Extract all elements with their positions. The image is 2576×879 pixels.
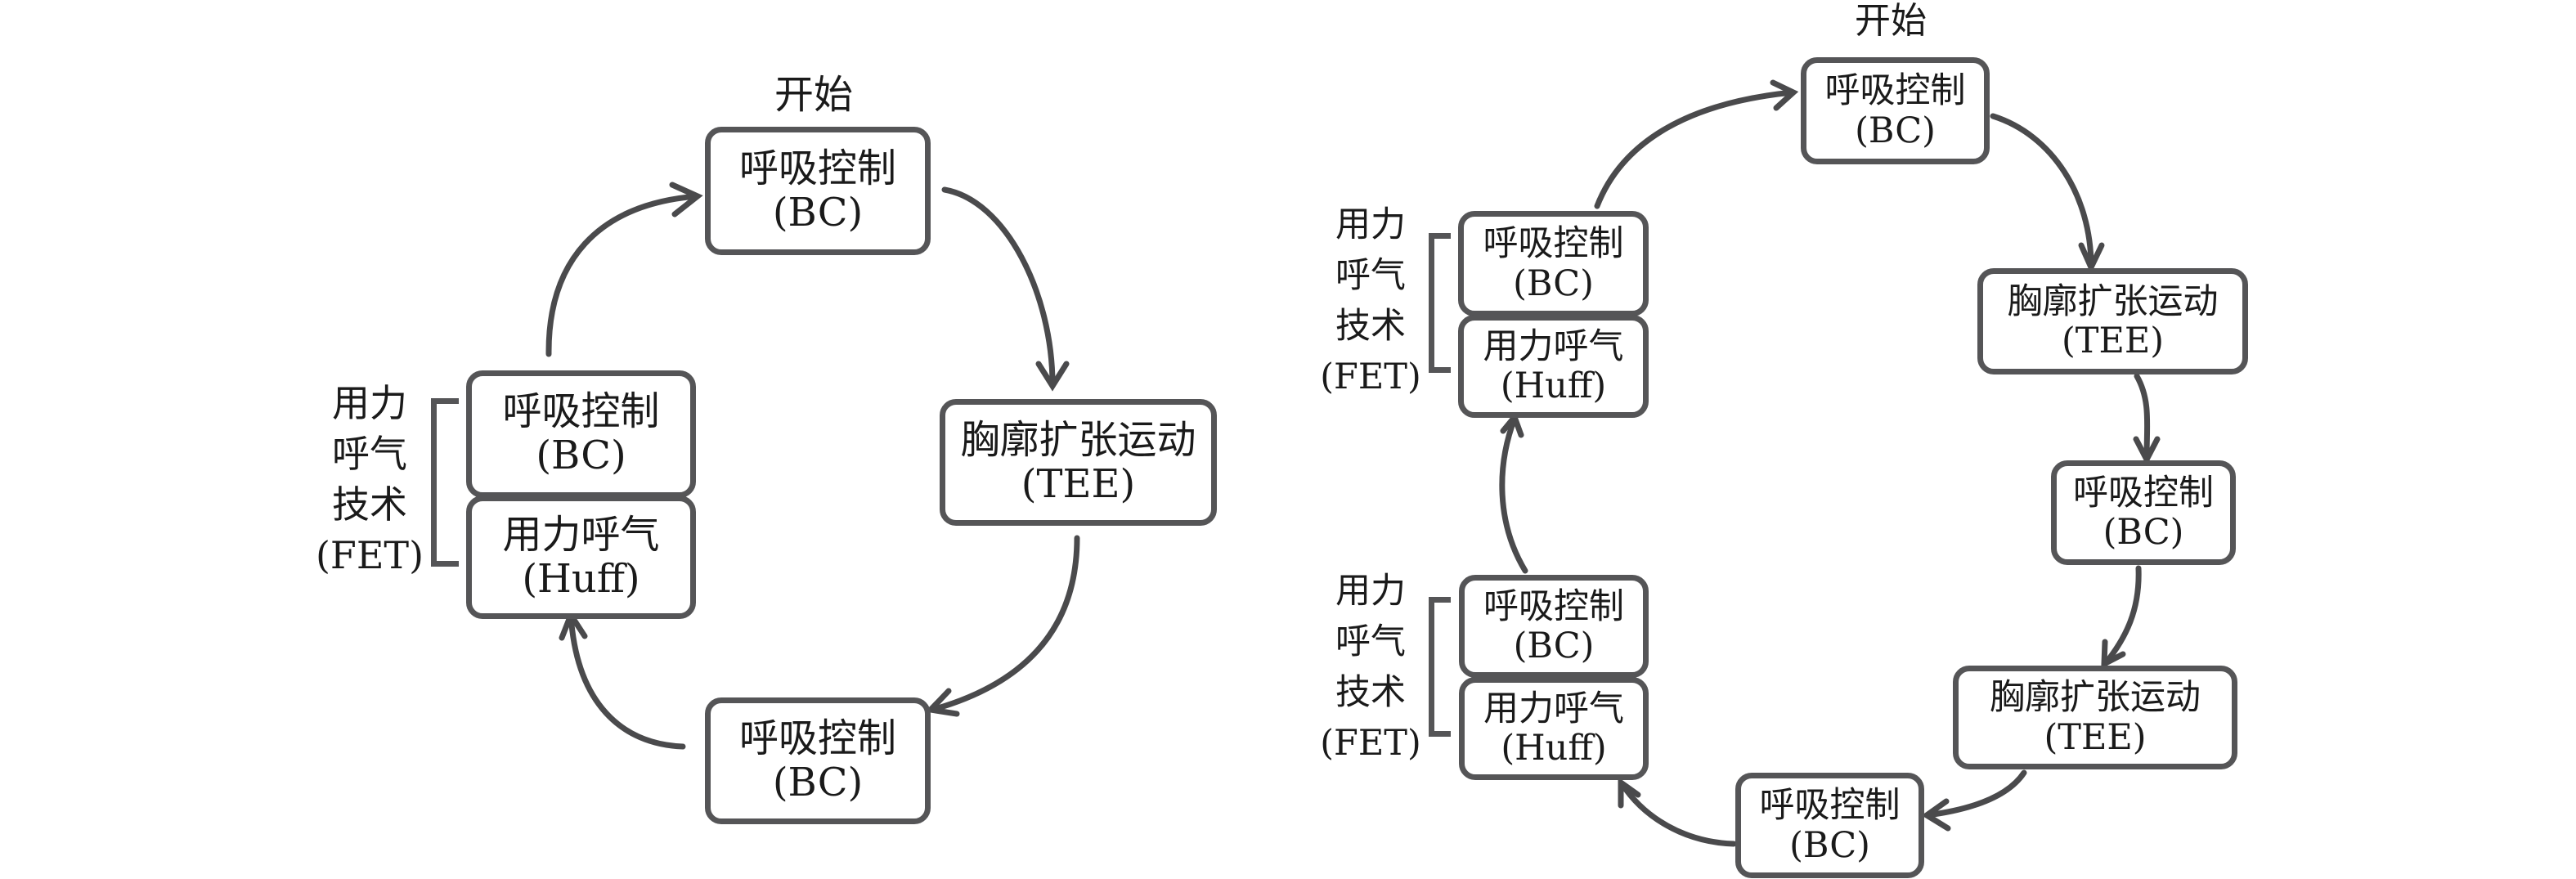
arrow-tee1-to-bc2 xyxy=(2134,373,2151,461)
node-title: 呼吸控制 xyxy=(1759,785,1901,827)
arrow-bc2-to-tee2 xyxy=(2102,565,2142,667)
node-title: 用力呼气 xyxy=(502,511,660,558)
arrow-tee-to-bottom-bc xyxy=(929,535,1080,713)
arrow-top-bc-to-tee1 xyxy=(1990,113,2094,269)
arrowhead xyxy=(2101,639,2126,669)
node-abbrev: (Huff) xyxy=(1500,366,1607,406)
node-thoracic-expansion: 胸廓扩张运动 (TEE) xyxy=(940,399,1217,526)
node-breathing-control-bottom: 呼吸控制 (BC) xyxy=(1735,773,1924,878)
fet-group-label: 用力 呼气 技术 (FET) xyxy=(312,378,427,581)
fet-label-line: 技术 xyxy=(332,482,407,527)
fet-label-line: 呼气 xyxy=(332,432,407,476)
node-breathing-control-bottom: 呼吸控制 (BC) xyxy=(705,697,931,824)
arrowhead xyxy=(1035,361,1070,392)
node-fet1-huff: 用力呼气 (Huff) xyxy=(1458,315,1649,418)
arrow-fet-bc-to-top-bc xyxy=(545,193,700,357)
node-fet2-breathing-control: 呼吸控制 (BC) xyxy=(1459,575,1649,678)
node-breathing-control-top: 呼吸控制 (BC) xyxy=(705,127,931,255)
fet-label-line: (FET) xyxy=(1320,723,1421,764)
node-abbrev: (BC) xyxy=(772,189,864,235)
arrowhead xyxy=(2133,436,2161,466)
node-abbrev: (BC) xyxy=(2103,512,2184,553)
arrowhead xyxy=(2078,242,2105,275)
start-label: 开始 xyxy=(1855,0,1927,42)
arrowhead xyxy=(669,182,703,218)
arrowhead xyxy=(1770,79,1799,111)
node-title: 胸廓扩张运动 xyxy=(1990,677,2201,719)
node-title: 呼吸控制 xyxy=(2073,472,2214,513)
node-thoracic-expansion-2: 胸廓扩张运动 (TEE) xyxy=(1953,666,2237,769)
node-abbrev: (BC) xyxy=(536,433,626,478)
node-breathing-control-top: 呼吸控制 (BC) xyxy=(1801,57,1990,164)
fet-label-line: 用力 xyxy=(1335,571,1406,612)
node-title: 用力呼气 xyxy=(1483,325,1624,367)
node-fet-huff: 用力呼气 (Huff) xyxy=(466,496,696,619)
arrowhead xyxy=(1921,798,1951,832)
fet-group-bracket xyxy=(431,398,459,567)
fet1-group-label: 用力 呼气 技术 (FET) xyxy=(1313,200,1428,402)
node-abbrev: (BC) xyxy=(1513,626,1595,666)
arrowhead xyxy=(924,688,960,717)
node-title: 胸廓扩张运动 xyxy=(2007,280,2219,322)
node-abbrev: (Huff) xyxy=(522,555,640,602)
node-title: 胸廓扩张运动 xyxy=(960,416,1196,463)
arrow-bottom-bc-to-huff xyxy=(568,612,686,750)
arrow-bottom-bc-to-fet2-huff xyxy=(1618,780,1737,847)
node-title: 呼吸控制 xyxy=(1483,223,1624,265)
fet-label-line: 呼气 xyxy=(1335,255,1406,296)
arrow-fet1-bc-to-top-bc xyxy=(1594,89,1796,209)
node-abbrev: (BC) xyxy=(1855,110,1936,151)
node-abbrev: (Huff) xyxy=(1501,728,1607,769)
node-abbrev: (TEE) xyxy=(1021,460,1136,507)
node-title: 呼吸控制 xyxy=(1483,585,1624,627)
node-abbrev: (TEE) xyxy=(2044,716,2147,758)
arrow-top-bc-to-tee xyxy=(941,186,1056,388)
node-title: 呼吸控制 xyxy=(502,388,660,435)
node-abbrev: (TEE) xyxy=(2061,321,2164,361)
node-fet1-breathing-control: 呼吸控制 (BC) xyxy=(1458,211,1649,316)
node-title: 呼吸控制 xyxy=(1824,70,1966,112)
fet2-group-label: 用力 呼气 技术 (FET) xyxy=(1313,566,1428,769)
node-fet-breathing-control: 呼吸控制 (BC) xyxy=(466,370,696,498)
arrow-tee2-to-bottom-bc xyxy=(1924,769,2027,818)
fet-label-line: 用力 xyxy=(1335,204,1406,245)
arrowhead xyxy=(1618,777,1641,809)
fet-label-line: (FET) xyxy=(315,533,424,577)
node-title: 呼吸控制 xyxy=(738,715,896,761)
node-title: 用力呼气 xyxy=(1483,688,1624,729)
fet-label-line: (FET) xyxy=(1320,357,1421,397)
fet1-group-bracket xyxy=(1429,233,1451,373)
start-label: 开始 xyxy=(774,72,853,118)
fet-label-line: 呼气 xyxy=(1335,621,1406,662)
node-breathing-control-2: 呼吸控制 (BC) xyxy=(2051,460,2236,565)
node-abbrev: (BC) xyxy=(1513,262,1594,304)
fet-label-line: 用力 xyxy=(332,381,407,425)
fet2-group-bracket xyxy=(1429,597,1451,737)
fet-label-line: 技术 xyxy=(1335,306,1406,347)
fet-label-line: 技术 xyxy=(1335,672,1406,713)
node-abbrev: (BC) xyxy=(772,759,864,805)
arrowhead xyxy=(1500,411,1524,438)
node-thoracic-expansion-1: 胸廓扩张运动 (TEE) xyxy=(1977,268,2248,374)
node-abbrev: (BC) xyxy=(1789,824,1870,866)
node-title: 呼吸控制 xyxy=(738,145,896,191)
node-fet2-huff: 用力呼气 (Huff) xyxy=(1459,677,1649,780)
arrow-fet2-bc-to-fet1-huff xyxy=(1499,415,1528,574)
